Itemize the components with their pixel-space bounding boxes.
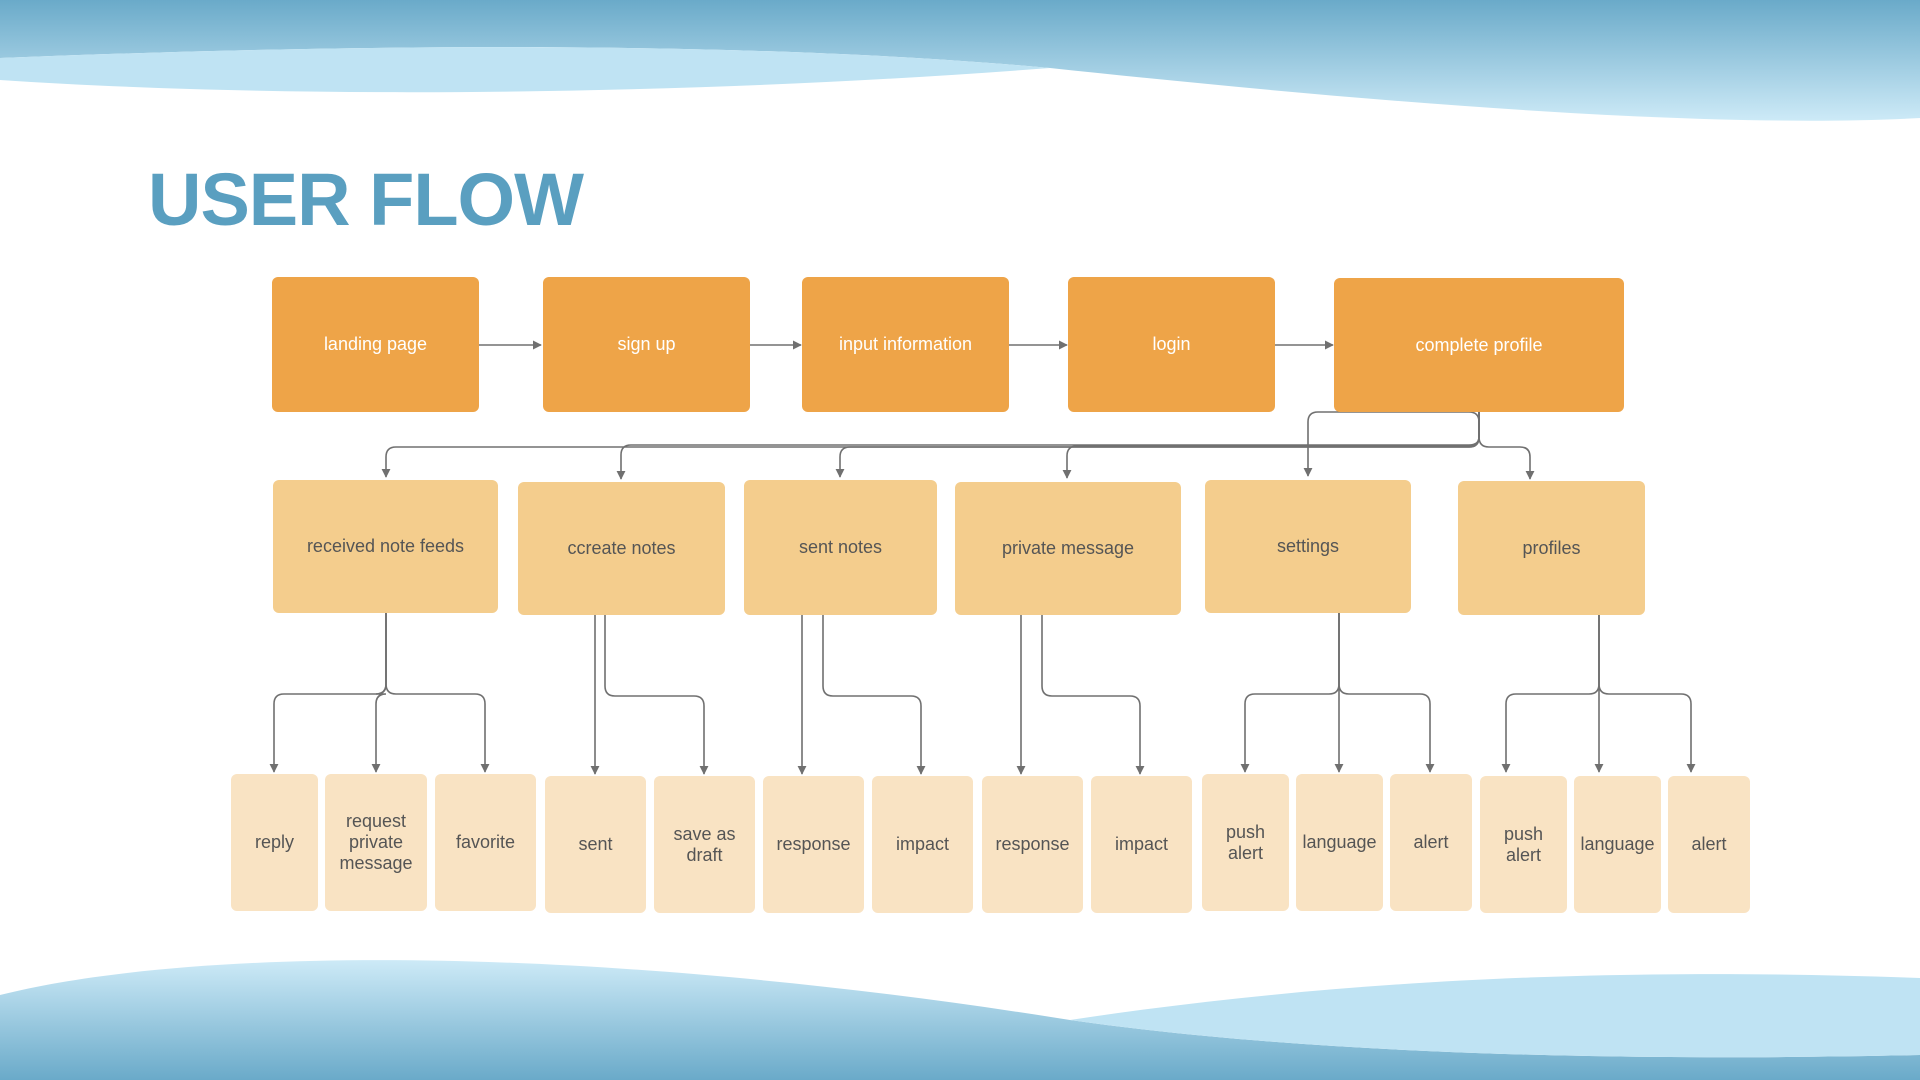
login-step: login (1068, 277, 1275, 412)
complete-profile-step: complete profile (1334, 278, 1624, 412)
received-note-feeds-node: received note feeds (273, 480, 498, 613)
save-as-draft-action: save as draft (654, 776, 755, 913)
top-wave-decoration (0, 0, 1920, 121)
profiles-node: profiles (1458, 481, 1645, 615)
settings-node: settings (1205, 480, 1411, 613)
response-action: response (982, 776, 1083, 913)
push-alert-action: push alert (1202, 774, 1289, 911)
sent-action: sent (545, 776, 646, 913)
create-notes-node: ccreate notes (518, 482, 725, 615)
push-alert-action: push alert (1480, 776, 1567, 913)
private-message-node: private message (955, 482, 1181, 615)
response-action: response (763, 776, 864, 913)
language-action: language (1574, 776, 1661, 913)
language-action: language (1296, 774, 1383, 911)
impact-action: impact (1091, 776, 1192, 913)
bottom-wave-decoration (0, 960, 1920, 1080)
input-information-step: input information (802, 277, 1009, 412)
favorite-action: favorite (435, 774, 536, 911)
sent-notes-node: sent notes (744, 480, 937, 615)
sign-up-step: sign up (543, 277, 750, 412)
request-private-message-action: request private message (325, 774, 427, 911)
page-title: USER FLOW (148, 158, 584, 241)
alert-action: alert (1668, 776, 1750, 913)
landing-page-step: landing page (272, 277, 479, 412)
reply-action: reply (231, 774, 318, 911)
alert-action: alert (1390, 774, 1472, 911)
impact-action: impact (872, 776, 973, 913)
